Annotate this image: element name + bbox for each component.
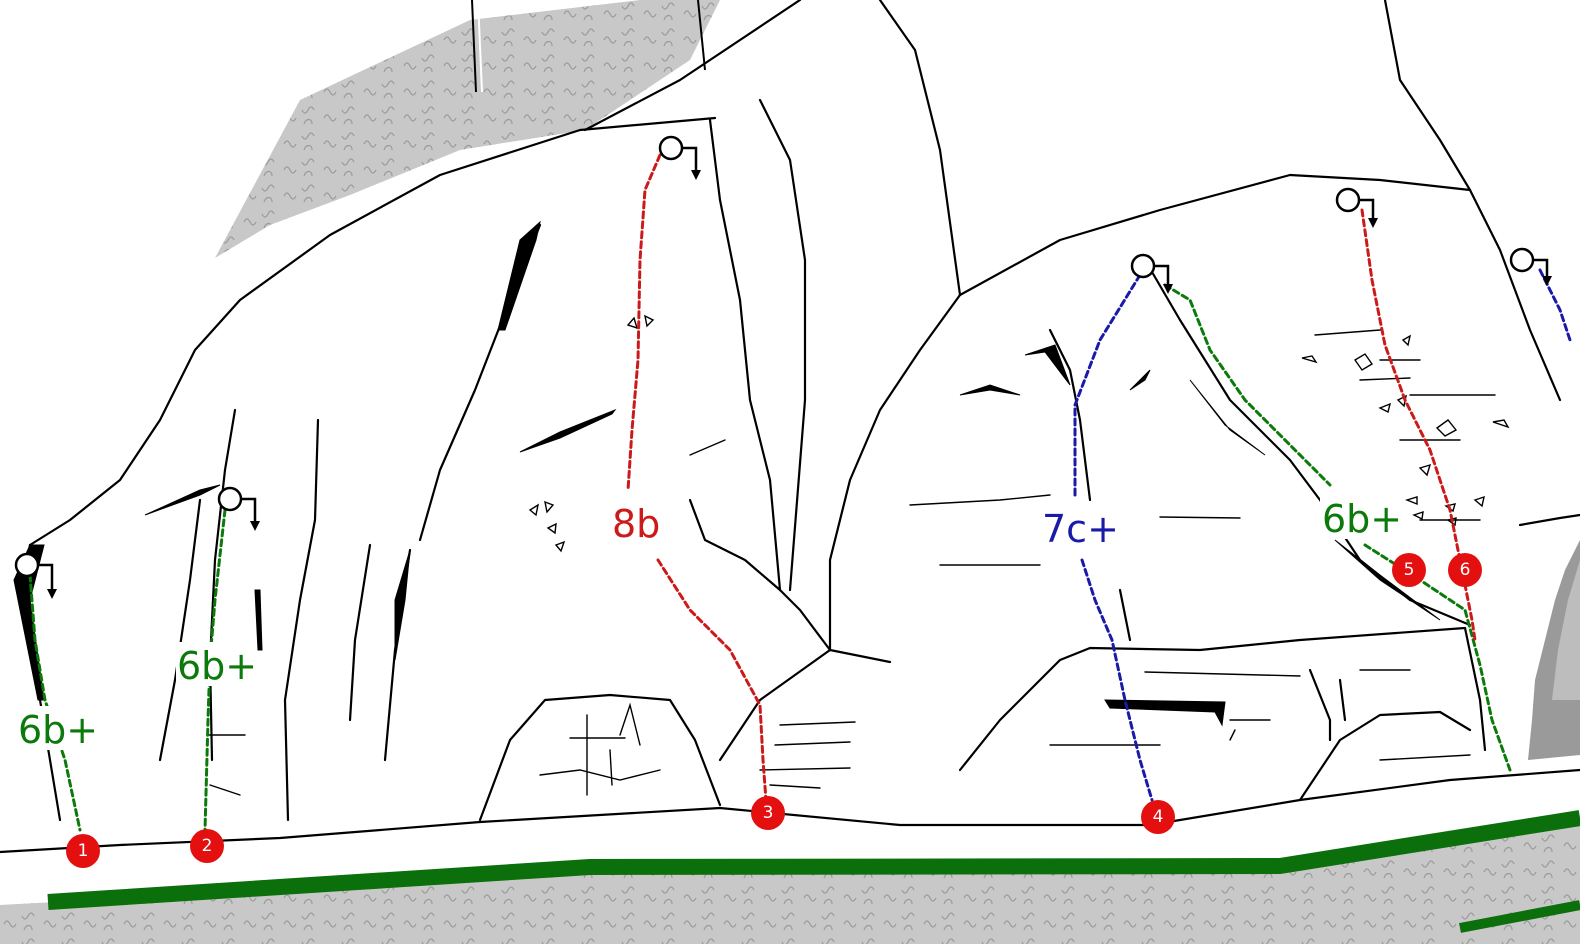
route-3-grade: 8b bbox=[612, 502, 660, 546]
pole-left bbox=[471, 0, 477, 93]
route-2-grade: 6b+ bbox=[177, 644, 257, 688]
bush-right bbox=[1528, 540, 1580, 760]
route-badge-4: 4 bbox=[1141, 800, 1175, 834]
scree-slope-top bbox=[215, 0, 720, 258]
route-badge-1: 1 bbox=[66, 834, 100, 868]
rock-texture bbox=[206, 329, 1496, 796]
route-badge-3: 3 bbox=[751, 796, 785, 830]
route-4-grade: 7c+ bbox=[1042, 507, 1119, 551]
lower-off-ring-icon bbox=[1509, 247, 1552, 286]
svg-text:2: 2 bbox=[202, 836, 213, 856]
route-1-line bbox=[28, 573, 82, 832]
route-badge-2: 2 bbox=[190, 829, 224, 863]
route-5-grade: 6b+ bbox=[1322, 497, 1402, 541]
route-1-grade: 6b+ bbox=[18, 708, 98, 752]
lower-off-ring-icon bbox=[1335, 187, 1378, 228]
grade-labels: 6b+ 6b+ 8b 7c+ 6b+ bbox=[18, 495, 1402, 752]
svg-text:5: 5 bbox=[1404, 560, 1415, 580]
approach-trail-lower bbox=[1459, 900, 1580, 933]
svg-text:3: 3 bbox=[763, 803, 774, 823]
route-6-line bbox=[1360, 208, 1477, 642]
holds bbox=[528, 314, 1510, 553]
lower-off-ring-icon bbox=[217, 486, 260, 531]
lower-off-ring-icon bbox=[658, 135, 701, 180]
approach-trail bbox=[47, 810, 1580, 910]
scree-base bbox=[0, 820, 1580, 944]
pole-right bbox=[697, 0, 706, 71]
lower-off-ring-icon bbox=[1130, 253, 1173, 294]
route-4-line bbox=[1073, 273, 1154, 802]
route-badge-5: 5 bbox=[1392, 553, 1426, 587]
svg-text:4: 4 bbox=[1153, 807, 1164, 827]
bush-right-inner bbox=[1552, 560, 1580, 700]
lower-off-ring-icon bbox=[14, 552, 57, 599]
route-badge-6: 6 bbox=[1448, 553, 1482, 587]
anchors bbox=[14, 135, 1552, 599]
svg-text:1: 1 bbox=[78, 841, 89, 861]
rock-features bbox=[13, 220, 1441, 727]
svg-text:6: 6 bbox=[1460, 560, 1471, 580]
route-lines bbox=[28, 153, 1572, 832]
rock-outlines bbox=[0, 0, 1580, 854]
route-3-line bbox=[626, 153, 768, 802]
route-badges: 1 2 3 4 5 6 bbox=[66, 553, 1482, 868]
pole-left-inner bbox=[477, 0, 483, 93]
